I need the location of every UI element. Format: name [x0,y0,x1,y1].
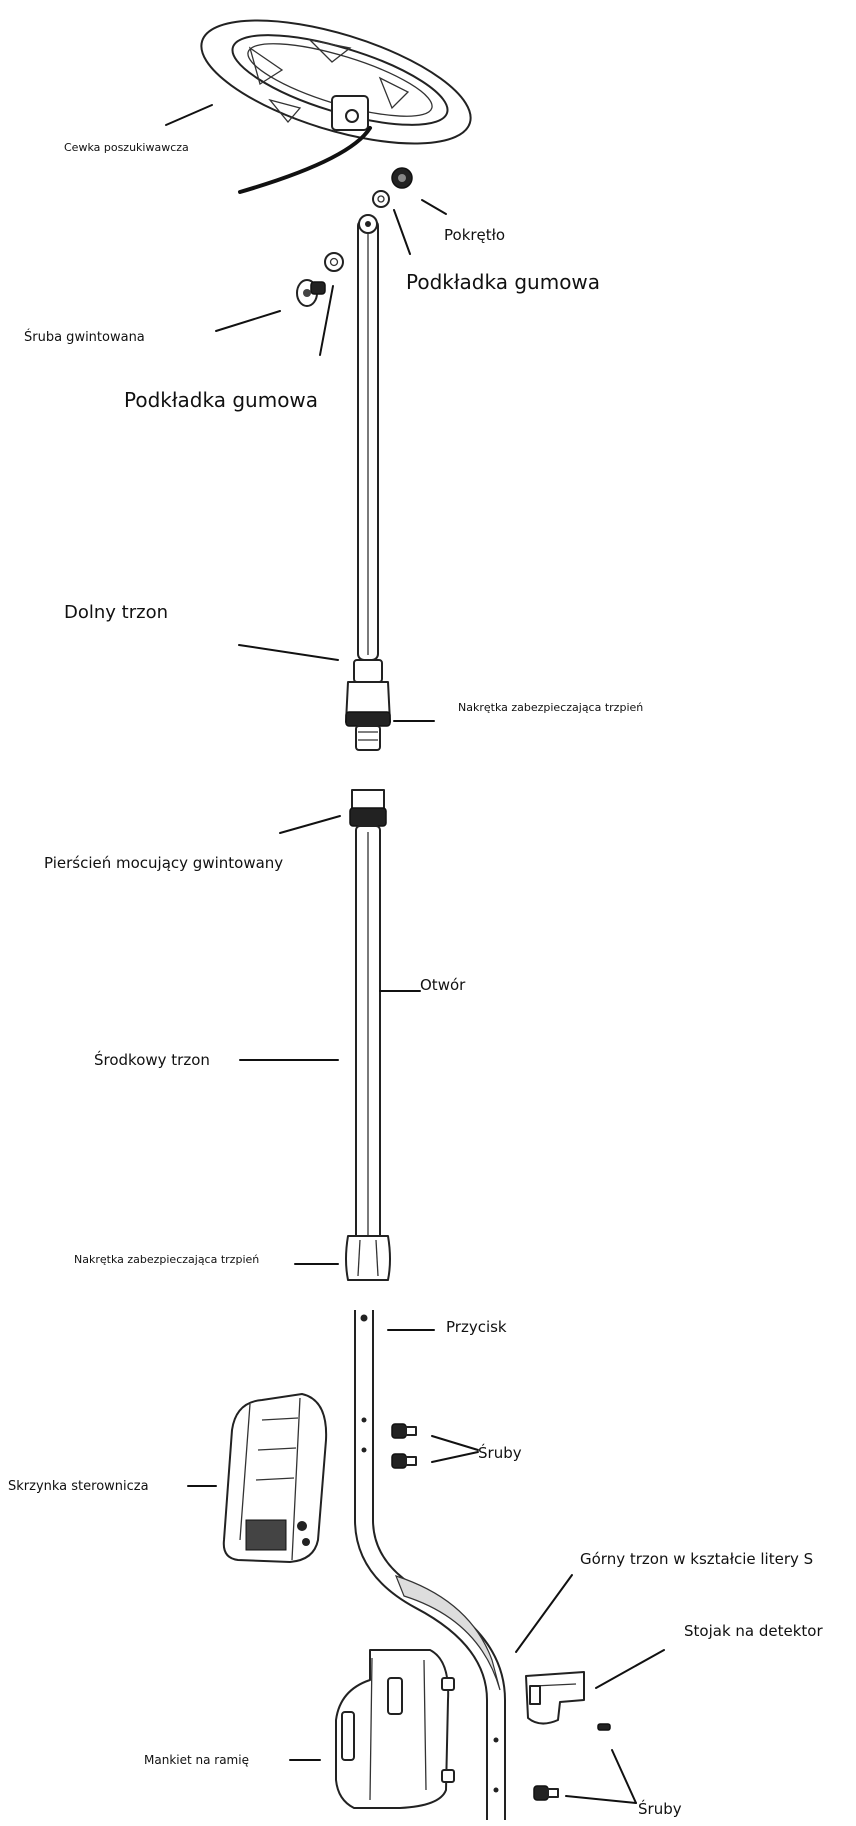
label-detector-stand: Stojak na detektor [684,1622,823,1640]
label-upper-s-shaft: Górny trzon w kształcie litery S [580,1550,814,1568]
label-lock-nut-middle: Nakrętka zabezpieczająca trzpień [74,1253,260,1266]
label-arm-cuff: Mankiet na ramię [144,1753,249,1767]
threaded-bolt-part [296,279,326,307]
middle-shaft-part [345,789,391,1281]
label-button: Przycisk [446,1318,507,1336]
label-knob: Pokrętło [444,226,506,244]
lower-shaft-part [345,214,391,751]
leader-lines [165,104,665,1804]
detector-stand-part [525,1671,585,1725]
label-middle-shaft: Środkowy trzon [94,1051,210,1069]
stand-pin-part [597,1723,611,1731]
upper-s-shaft-part [354,1310,506,1820]
control-box-part [222,1393,328,1563]
label-threaded-ring: Pierścień mocujący gwintowany [44,854,284,872]
screw-lower-part [533,1785,559,1801]
rubber-washer-right-part [372,190,390,208]
label-screws-upper: Śruby [478,1444,522,1462]
search-coil [200,19,472,194]
screws-upper-part [391,1423,417,1469]
label-hole: Otwór [420,976,466,994]
label-threaded-bolt: Śruba gwintowana [24,330,145,345]
label-washer-right: Podkładka gumowa [406,270,601,294]
label-washer-left: Podkładka gumowa [124,388,319,412]
knob-part [391,167,413,189]
rubber-washer-left-part [324,252,344,272]
label-lower-shaft: Dolny trzon [64,602,168,623]
label-screws-lower: Śruby [638,1800,682,1818]
label-lock-nut-lower: Nakrętka zabezpieczająca trzpień [458,701,644,714]
label-coil: Cewka poszukiwawcza [64,141,189,154]
label-control-box: Skrzynka sterownicza [8,1479,149,1494]
arm-cuff-part [335,1649,455,1809]
